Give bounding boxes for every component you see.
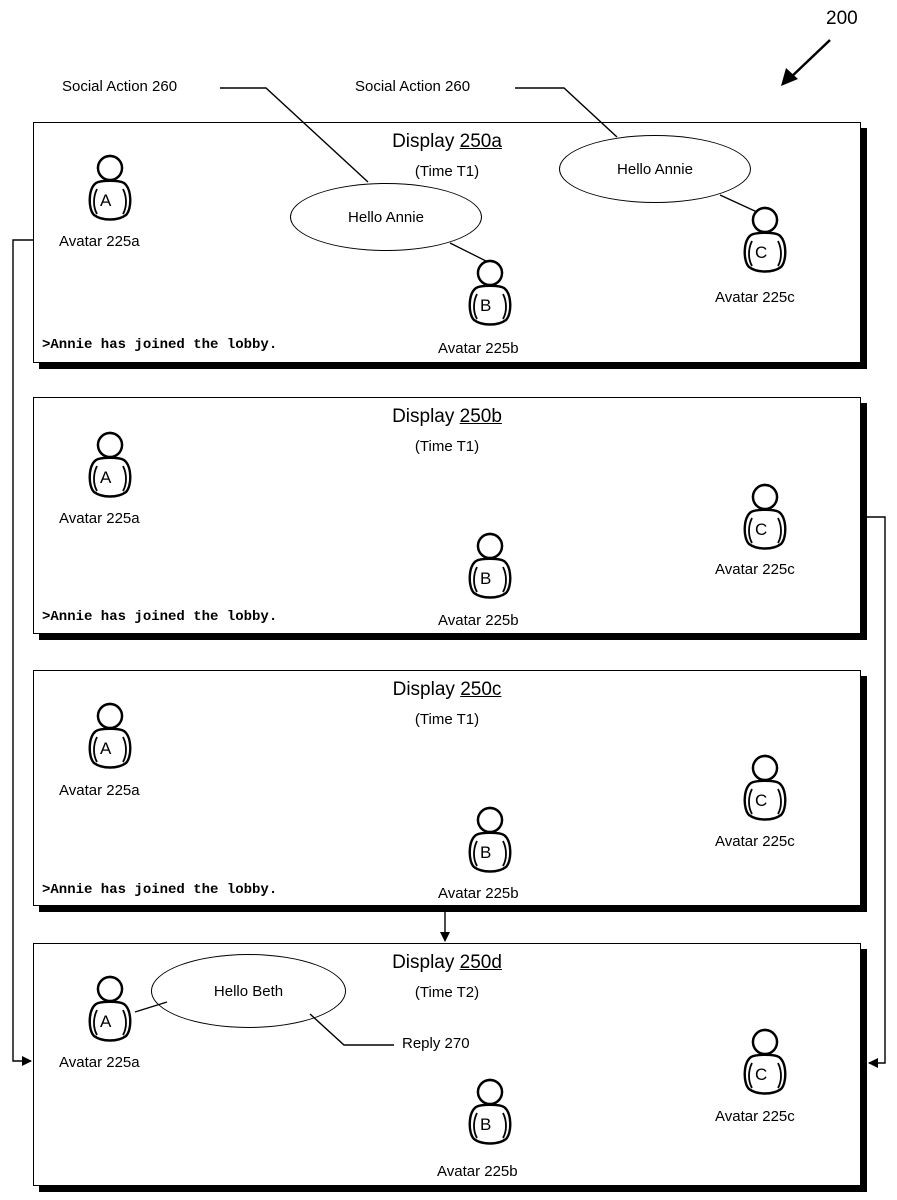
- avatar-b-letter: B: [480, 1115, 491, 1135]
- avatar-b-label: Avatar 225b: [437, 1163, 518, 1180]
- avatar-c-letter: C: [755, 1065, 767, 1085]
- avatar-a-label: Avatar 225a: [59, 510, 140, 527]
- avatar-b-letter: B: [480, 843, 491, 863]
- console-message: >Annie has joined the lobby.: [42, 882, 277, 898]
- avatar-c-letter: C: [755, 520, 767, 540]
- avatar-b-label: Avatar 225b: [438, 885, 519, 902]
- avatar-a-letter: A: [100, 1012, 111, 1032]
- avatar-b-label: Avatar 225b: [438, 612, 519, 629]
- avatar-b-letter: B: [480, 569, 491, 589]
- figure-pointer-arrow: [781, 40, 830, 86]
- display-250a: Display 250a (Time T1) A Avatar 225a Hel…: [33, 122, 861, 363]
- connector-b-to-d: [867, 517, 885, 1063]
- callout-social-action-left: Social Action 260: [62, 78, 177, 95]
- callout-social-action-right: Social Action 260: [355, 78, 470, 95]
- avatar-c-letter: C: [755, 243, 767, 263]
- avatar-b-label: Avatar 225b: [438, 340, 519, 357]
- avatar-c-label: Avatar 225c: [715, 289, 795, 306]
- display-ref: 250b: [460, 406, 502, 427]
- avatar-a-letter: A: [100, 739, 111, 759]
- display-ref: 250d: [460, 952, 502, 973]
- speech-bubble-b: Hello Annie: [290, 183, 482, 251]
- display-title: Display 250b: [34, 406, 860, 428]
- avatar-a-label: Avatar 225a: [59, 1054, 140, 1071]
- avatar-b-letter: B: [480, 296, 491, 316]
- callout-reply: Reply 270: [402, 1035, 470, 1052]
- display-ref: 250a: [460, 131, 502, 152]
- display-title-prefix: Display: [392, 131, 460, 152]
- avatar-a-letter: A: [100, 191, 111, 211]
- display-title: Display 250a: [34, 131, 860, 153]
- display-title-prefix: Display: [392, 406, 460, 427]
- display-250c: Display 250c (Time T1) A Avatar 225a B A…: [33, 670, 861, 906]
- avatar-a-label: Avatar 225a: [59, 782, 140, 799]
- connector-a-to-d: [13, 240, 33, 1061]
- console-message: >Annie has joined the lobby.: [42, 337, 277, 353]
- display-title: Display 250c: [34, 679, 860, 701]
- display-title-prefix: Display: [393, 679, 461, 700]
- avatar-a-letter: A: [100, 468, 111, 488]
- avatar-c-label: Avatar 225c: [715, 1108, 795, 1125]
- display-ref: 250c: [460, 679, 501, 700]
- avatar-c-letter: C: [755, 791, 767, 811]
- speech-bubble-c: Hello Annie: [559, 135, 751, 203]
- speech-bubble-a: Hello Beth: [151, 954, 346, 1028]
- display-250d: Display 250d (Time T2) Hello Beth A Avat…: [33, 943, 861, 1186]
- display-time: (Time T1): [34, 438, 860, 455]
- display-time: (Time T1): [34, 711, 860, 728]
- avatar-a-label: Avatar 225a: [59, 233, 140, 250]
- display-title: Display 250d: [34, 952, 860, 974]
- console-message: >Annie has joined the lobby.: [42, 609, 277, 625]
- figure-number: 200: [826, 8, 858, 30]
- display-250b: Display 250b (Time T1) A Avatar 225a B A…: [33, 397, 861, 634]
- display-title-prefix: Display: [392, 952, 460, 973]
- avatar-c-label: Avatar 225c: [715, 561, 795, 578]
- avatar-c-label: Avatar 225c: [715, 833, 795, 850]
